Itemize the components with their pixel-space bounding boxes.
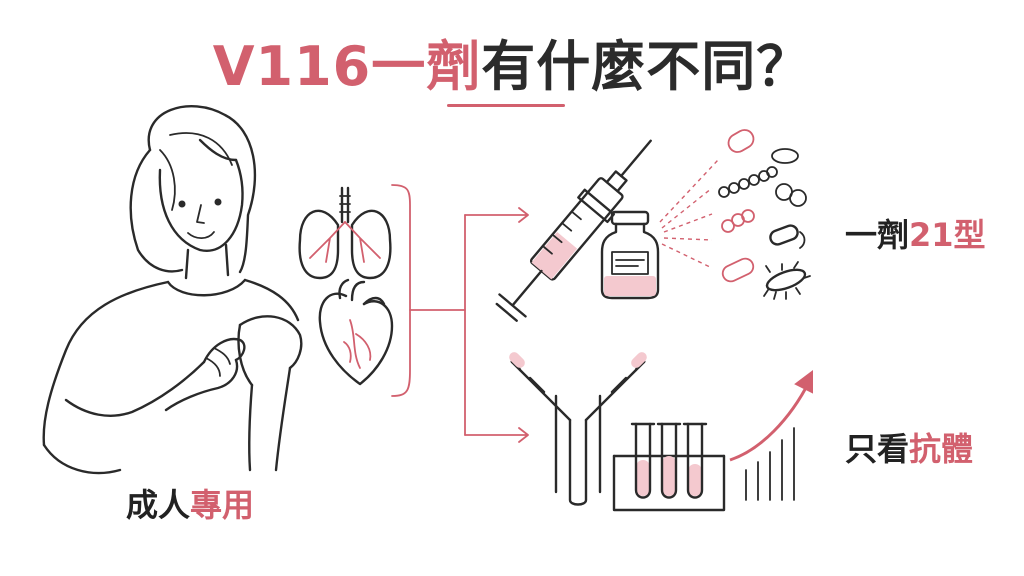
- right-eye: [214, 198, 222, 206]
- adult-prefix: 成人: [126, 486, 191, 524]
- antibody-label: 只看抗體: [845, 424, 973, 470]
- title-underline: [447, 104, 565, 107]
- bracket-connector: [391, 184, 529, 443]
- bacteria-icon: [718, 129, 811, 300]
- adult-label: 成人專用: [126, 480, 254, 526]
- page-title: V116一劑有什麼不同？: [0, 22, 1024, 101]
- antibody-prefix: 只看: [845, 430, 910, 468]
- rising-bars-icon: [729, 370, 813, 501]
- adult-highlight: 專用: [190, 486, 255, 524]
- antibody-icon: [509, 352, 647, 506]
- spray-lines: [659, 159, 719, 269]
- person-icon: [42, 105, 303, 475]
- single-dose-highlight: 21型: [909, 216, 986, 254]
- antibody-highlight: 抗體: [909, 430, 974, 468]
- single-dose-label: 一劑21型: [845, 210, 986, 256]
- vaccine-vial-icon: [600, 210, 660, 300]
- syringe-icon: [495, 139, 652, 322]
- heart-icon: [318, 278, 394, 386]
- left-eye: [178, 200, 186, 208]
- title-highlight: V116一劑: [212, 35, 482, 98]
- test-tubes-icon: [612, 422, 726, 512]
- lungs-icon: [298, 186, 392, 280]
- title-rest: 有什麼不同？: [481, 35, 812, 98]
- single-dose-prefix: 一劑: [845, 216, 910, 254]
